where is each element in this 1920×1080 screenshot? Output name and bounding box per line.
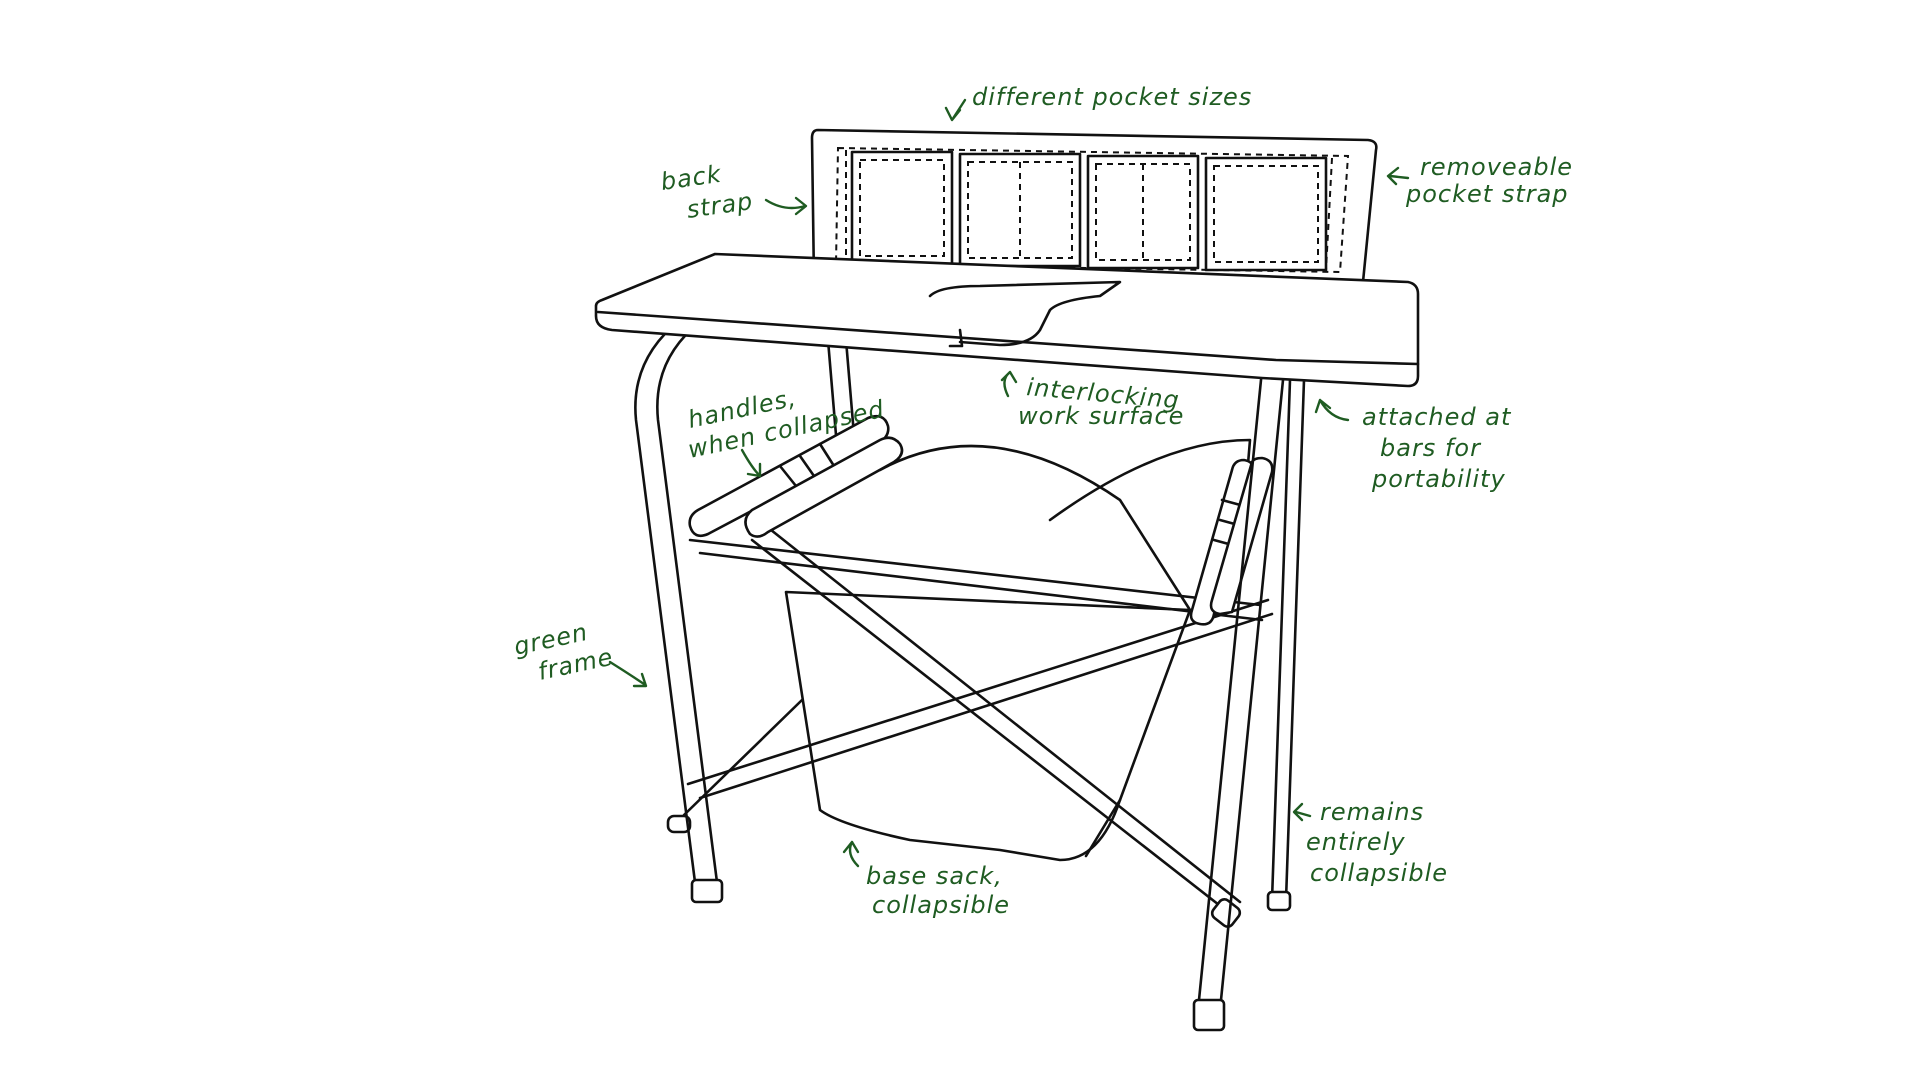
handles-arrow <box>740 448 762 478</box>
back-strap-callout: back strap <box>659 160 808 224</box>
cross-bars <box>666 524 1274 928</box>
base-sack-callout: base sack, collapsible <box>842 840 1010 919</box>
remains-collapsible-label-line2: entirely <box>1306 828 1406 856</box>
pocket-sizes-label: different pocket sizes <box>972 83 1252 111</box>
annotations: different pocket sizes back strap remove… <box>511 83 1573 919</box>
attached-bars-label-line2: bars for <box>1380 434 1482 462</box>
base-sack-label-line2: collapsible <box>872 891 1010 919</box>
remains-collapsible-arrow <box>1292 802 1312 822</box>
collapsed-handles <box>688 414 1274 626</box>
work-surface-label-line2: work surface <box>1018 402 1184 430</box>
desk-illustration <box>594 128 1420 1032</box>
pocket-4 <box>1204 156 1328 272</box>
attached-bars-callout: attached at bars for portability <box>1314 398 1512 493</box>
pocket-1 <box>850 150 954 266</box>
base-sack-arrow <box>842 840 860 868</box>
remains-collapsible-label-line1: remains <box>1320 798 1424 826</box>
interlocking-work-surface <box>594 252 1420 388</box>
base-sack <box>784 438 1252 862</box>
removeable-strap-label-line2: pocket strap <box>1405 180 1569 208</box>
removeable-strap-callout: removeable pocket strap <box>1386 153 1573 208</box>
back-strap-label-line1: back <box>659 160 723 196</box>
work-surface-callout: interlocking work surface <box>1000 370 1184 430</box>
green-frame-callout: green frame <box>511 618 648 688</box>
rear-legs <box>826 338 1306 912</box>
front-right-leg <box>1192 368 1286 1032</box>
base-sack-label-line1: base sack, <box>866 862 1003 890</box>
green-frame-arrow <box>608 660 648 688</box>
back-strap-label-line2: strap <box>685 187 755 224</box>
removeable-strap-label-line1: removeable <box>1420 153 1573 181</box>
remains-collapsible-callout: remains entirely collapsible <box>1292 798 1448 887</box>
attached-bars-arrow <box>1314 398 1350 422</box>
back-strap-arrow <box>764 196 808 216</box>
attached-bars-label-line1: attached at <box>1362 403 1512 431</box>
pocket-strap-panel <box>810 128 1378 294</box>
attached-bars-label-line3: portability <box>1371 465 1506 493</box>
pocket-3 <box>1086 154 1200 270</box>
work-surface-arrow <box>1000 370 1018 398</box>
remains-collapsible-label-line3: collapsible <box>1310 859 1448 887</box>
pocket-2 <box>958 152 1082 268</box>
pocket-sizes-callout: different pocket sizes <box>944 83 1252 122</box>
removeable-strap-arrow <box>1386 166 1410 186</box>
pocket-sizes-arrow <box>944 98 967 122</box>
